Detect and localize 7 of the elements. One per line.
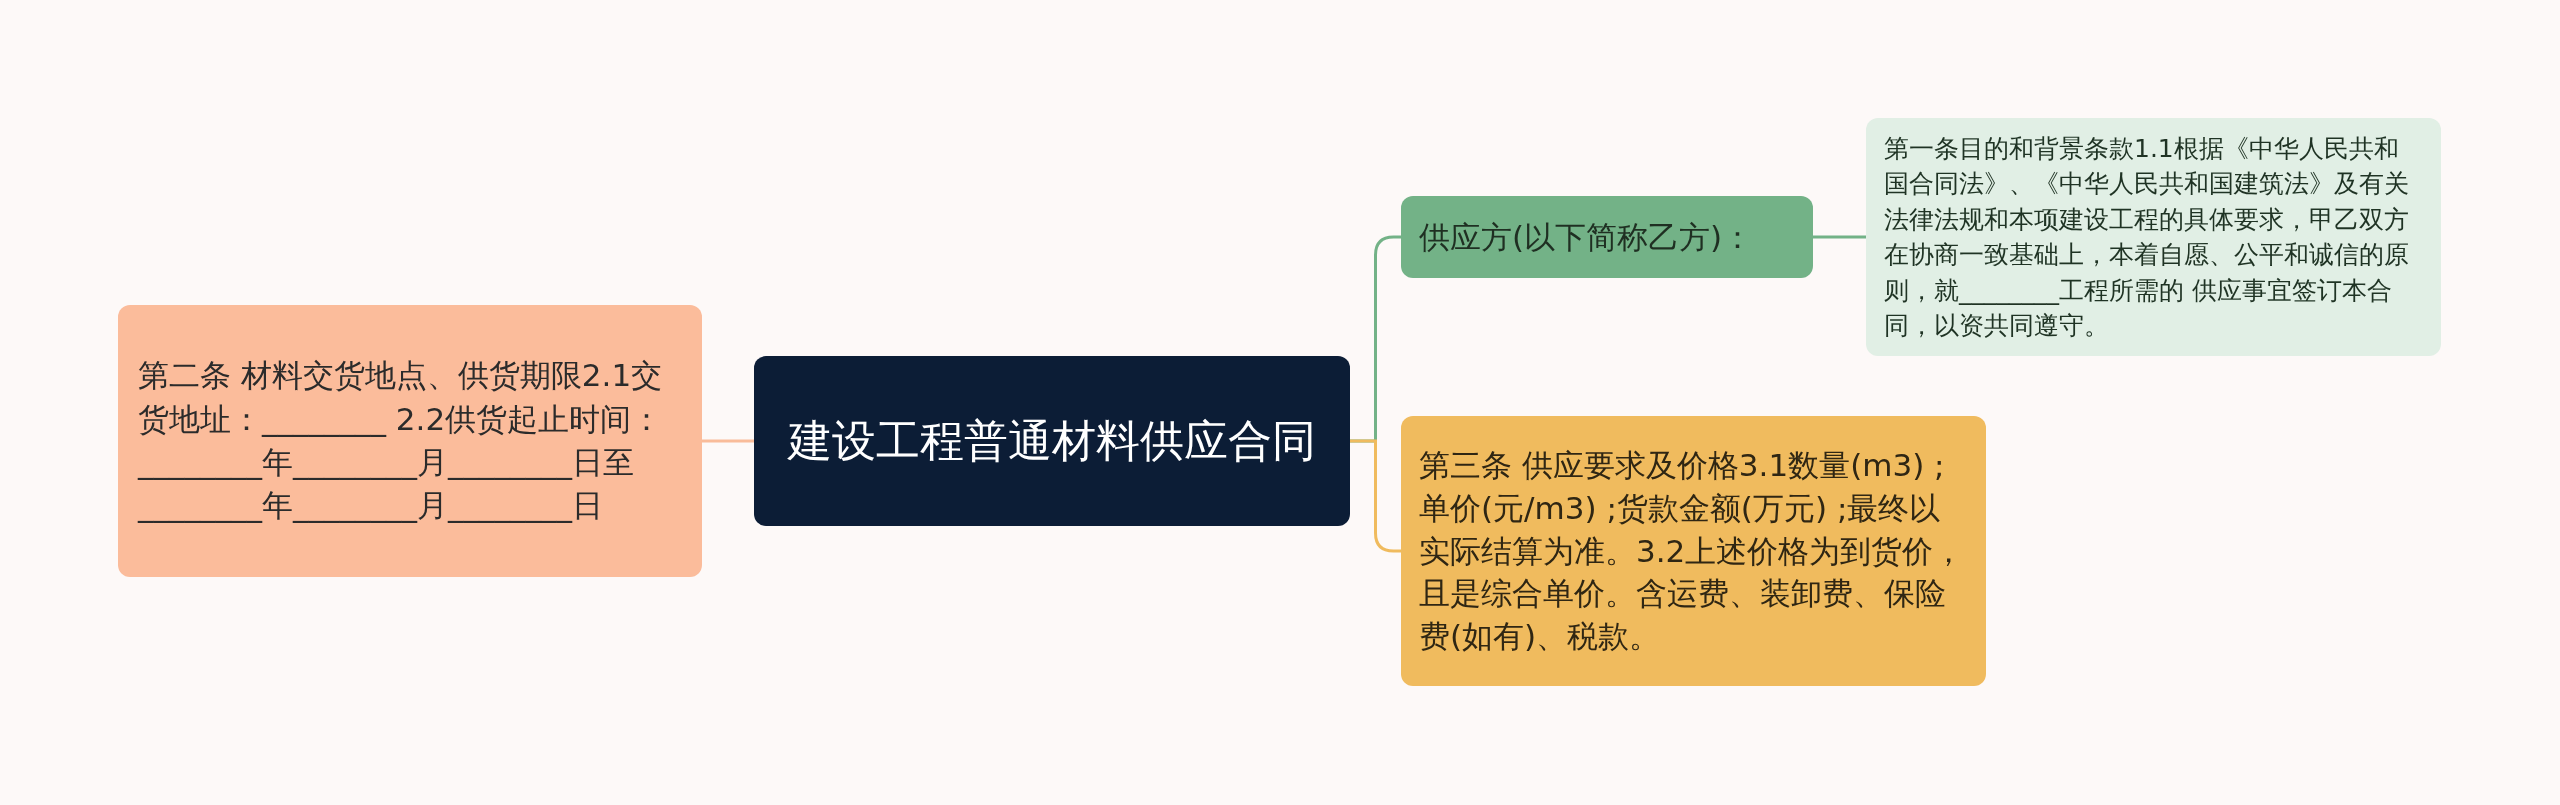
central-topic-box: 建设工程普通材料供应合同 bbox=[754, 356, 1350, 526]
topic-box: 第三条 供应要求及价格3.1数量(m3) ;单价(元/m3) ;货款金额(万元) ;最终以实际结算为准。3.2上述价格为到货价，且是综合单价。含运费、装卸费、保险费(如有)、税款。 bbox=[1401, 416, 1986, 686]
connector-line bbox=[702, 439, 754, 443]
topic-box: 供应方(以下简称乙方)： bbox=[1401, 196, 1813, 278]
topic-box: 第二条 材料交货地点、供货期限2.1交货地址：________ 2.2供货起止时间：________年________月________日至________年________月________日 bbox=[118, 305, 702, 577]
subtopic-box: 第一条目的和背景条款1.1根据《中华人民共和国合同法》、《中华人民共和国建筑法》及有关法律法规和本项建设工程的具体要求，甲乙双方在协商一致基础上，本着自愿、公平和诚信的原则，就________工程所需的 供应事宜签订本合同，以资共同遵守。 bbox=[1866, 118, 2441, 356]
connector-line bbox=[1813, 235, 1866, 239]
